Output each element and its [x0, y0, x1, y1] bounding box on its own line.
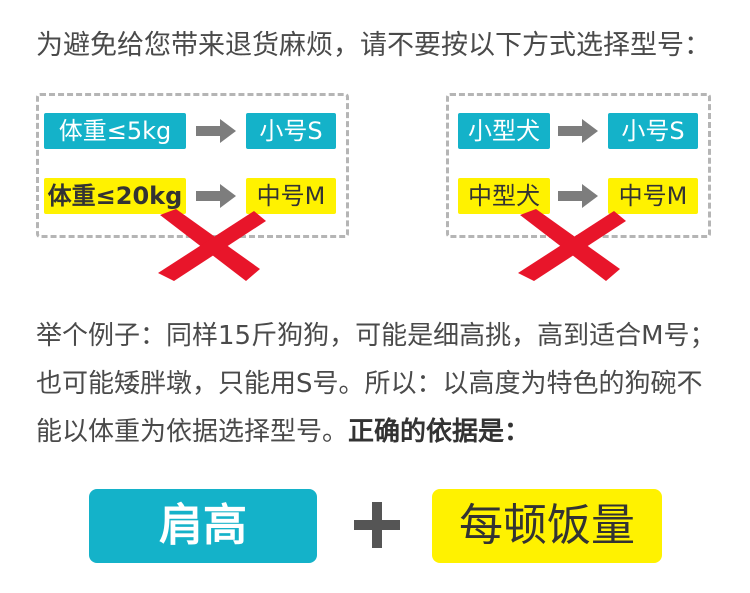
medium-dog-tag: 中型犬 — [458, 178, 550, 214]
meal-amount-label: 每顿饭量 — [432, 489, 662, 563]
small-dog-tag: 小型犬 — [458, 113, 550, 149]
arrow-right-icon — [196, 119, 236, 143]
explanation-text: 举个例子：同样15斤狗狗，可能是细高挑，高到适合M号；也可能矮胖墩，只能用S号。… — [36, 321, 716, 447]
red-cross-icon — [518, 209, 626, 281]
size-m-tag: 中号M — [246, 178, 336, 214]
size-s-tag: 小号S — [246, 113, 336, 149]
weight-5kg-tag: 体重≤5kg — [44, 113, 186, 149]
headline: 为避免给您带来退货麻烦，请不要按以下方式选择型号： — [36, 30, 711, 61]
correct-basis-label: 正确的依据是： — [348, 417, 531, 447]
arrow-right-icon — [196, 184, 236, 208]
plus-icon — [354, 502, 400, 548]
red-cross-icon — [158, 209, 266, 281]
arrow-right-icon — [558, 184, 598, 208]
explanation-paragraph: 举个例子：同样15斤狗狗，可能是细高挑，高到适合M号；也可能矮胖墩，只能用S号。… — [36, 312, 726, 456]
shoulder-height-label: 肩高 — [89, 489, 317, 563]
weight-20kg-tag: 体重≤20kg — [44, 178, 186, 214]
arrow-right-icon — [558, 119, 598, 143]
size-s-tag: 小号S — [608, 113, 698, 149]
size-m-tag: 中号M — [608, 178, 698, 214]
